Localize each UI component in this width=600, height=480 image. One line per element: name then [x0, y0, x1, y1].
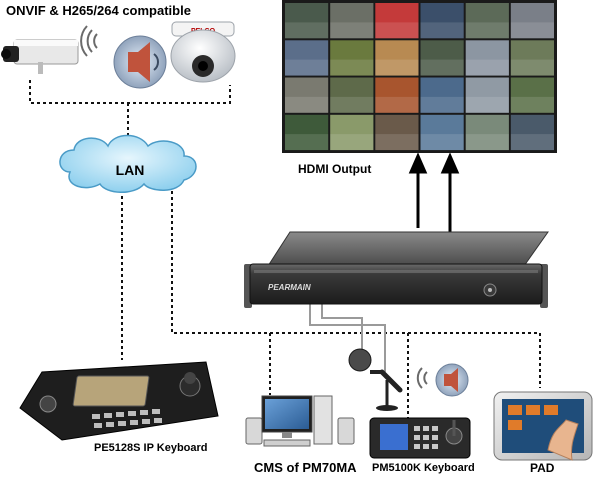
video-wall-tile [330, 3, 374, 39]
pad-tablet-device [493, 391, 593, 461]
video-wall-tile [375, 40, 419, 76]
video-wall-tile-shade [420, 96, 464, 113]
video-wall-tile [510, 40, 554, 76]
video-wall-tile [285, 114, 329, 151]
box-camera-icon [1, 39, 79, 74]
video-wall-tile-shade [285, 22, 329, 39]
video-wall-tile-shade [465, 59, 509, 76]
video-wall-tile [285, 3, 329, 39]
hdmi-output-label: HDMI Output [298, 162, 372, 176]
nvr-device: PEARMAIN [244, 231, 549, 308]
video-wall-tile-shade [420, 22, 464, 39]
speaker-icon [435, 363, 469, 397]
video-wall-tile [420, 40, 464, 76]
nvr-brand-logo: PEARMAIN [268, 283, 311, 292]
video-wall-tile-shade [465, 22, 509, 39]
video-wall-tile-shade [510, 134, 554, 150]
video-wall-tile [330, 40, 374, 76]
video-wall-tile [420, 3, 464, 39]
video-wall-tile-shade [375, 59, 419, 76]
video-wall-tile-shade [465, 134, 509, 150]
video-wall-tile-shade [375, 22, 419, 39]
hdmi-arrows [408, 152, 460, 235]
video-wall-tile-shade [375, 134, 419, 150]
video-wall-tile [375, 77, 419, 113]
nvr-to-cms-line [300, 332, 541, 388]
video-wall-tile-shade [330, 134, 374, 150]
video-wall-tile-shade [375, 96, 419, 113]
pm5100k-keyboard-label: PM5100K Keyboard [372, 462, 475, 474]
audio-cables [309, 303, 386, 372]
video-wall-tile-shade [330, 59, 374, 76]
video-wall-tile [330, 77, 374, 113]
microphone-icon [348, 348, 403, 411]
video-wall-tile [510, 114, 554, 151]
speaker-icon [113, 35, 167, 89]
pad-label: PAD [530, 461, 555, 475]
ip-keyboard-device [19, 361, 219, 441]
wifi-signal-icon [416, 367, 428, 389]
video-wall-tile [375, 114, 419, 151]
cms-label: CMS of PM70MA [254, 460, 357, 475]
lan-label: LAN [116, 162, 145, 178]
lan-cloud: LAN [59, 134, 197, 193]
video-wall-tile-shade [285, 59, 329, 76]
video-wall-tile [285, 40, 329, 76]
cms-workstation [245, 395, 355, 447]
video-wall-tile [510, 3, 554, 39]
video-wall [282, 0, 557, 153]
video-wall-tile-shade [420, 134, 464, 150]
pm5100k-keyboard-device [369, 417, 471, 459]
video-wall-tile-shade [285, 96, 329, 113]
video-wall-tile-shade [510, 96, 554, 113]
video-wall-tile [465, 3, 509, 39]
video-wall-tile-shade [420, 59, 464, 76]
video-wall-tile [285, 77, 329, 113]
video-wall-tiles [285, 3, 554, 151]
video-wall-tile-shade [330, 22, 374, 39]
wifi-signal-icon [80, 25, 98, 57]
video-wall-tile [465, 77, 509, 113]
video-wall-tile [420, 114, 464, 151]
video-wall-tile [330, 114, 374, 151]
video-wall-tile [465, 114, 509, 151]
video-wall-tile-shade [285, 134, 329, 150]
video-wall-tile [375, 3, 419, 39]
dome-camera-icon: PELCO [170, 21, 236, 83]
video-wall-tile-shade [510, 59, 554, 76]
video-wall-tile [510, 77, 554, 113]
diagram-title: ONVIF & H265/264 compatible [6, 3, 191, 18]
video-wall-tile [420, 77, 464, 113]
video-wall-tile [465, 40, 509, 76]
lan-to-nvr-line [171, 185, 300, 334]
ip-keyboard-label: PE5128S IP Keyboard [94, 442, 208, 454]
video-wall-tile-shade [465, 96, 509, 113]
camera-to-bus-line [29, 80, 231, 104]
video-wall-tile-shade [330, 96, 374, 113]
connection-lines [29, 80, 541, 418]
video-wall-tile-shade [510, 22, 554, 39]
